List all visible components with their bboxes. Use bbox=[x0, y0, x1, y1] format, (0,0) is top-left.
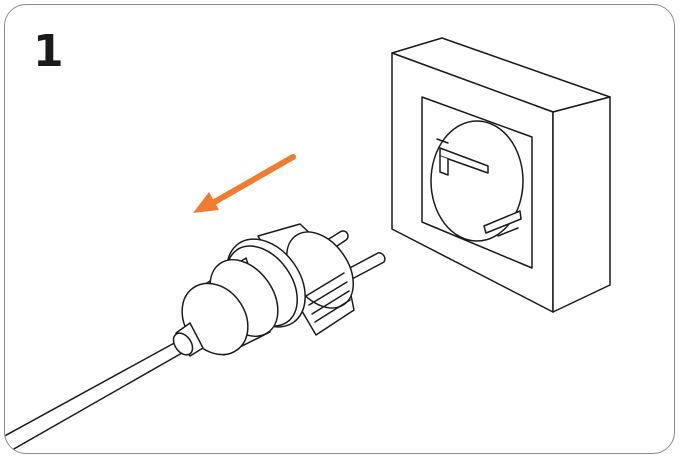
wall-socket-icon bbox=[391, 37, 611, 313]
power-plug-icon bbox=[172, 223, 386, 357]
arrow-left-down-icon bbox=[193, 154, 296, 213]
power-cable-icon bbox=[5, 340, 190, 453]
step-number: 1 bbox=[33, 26, 64, 77]
